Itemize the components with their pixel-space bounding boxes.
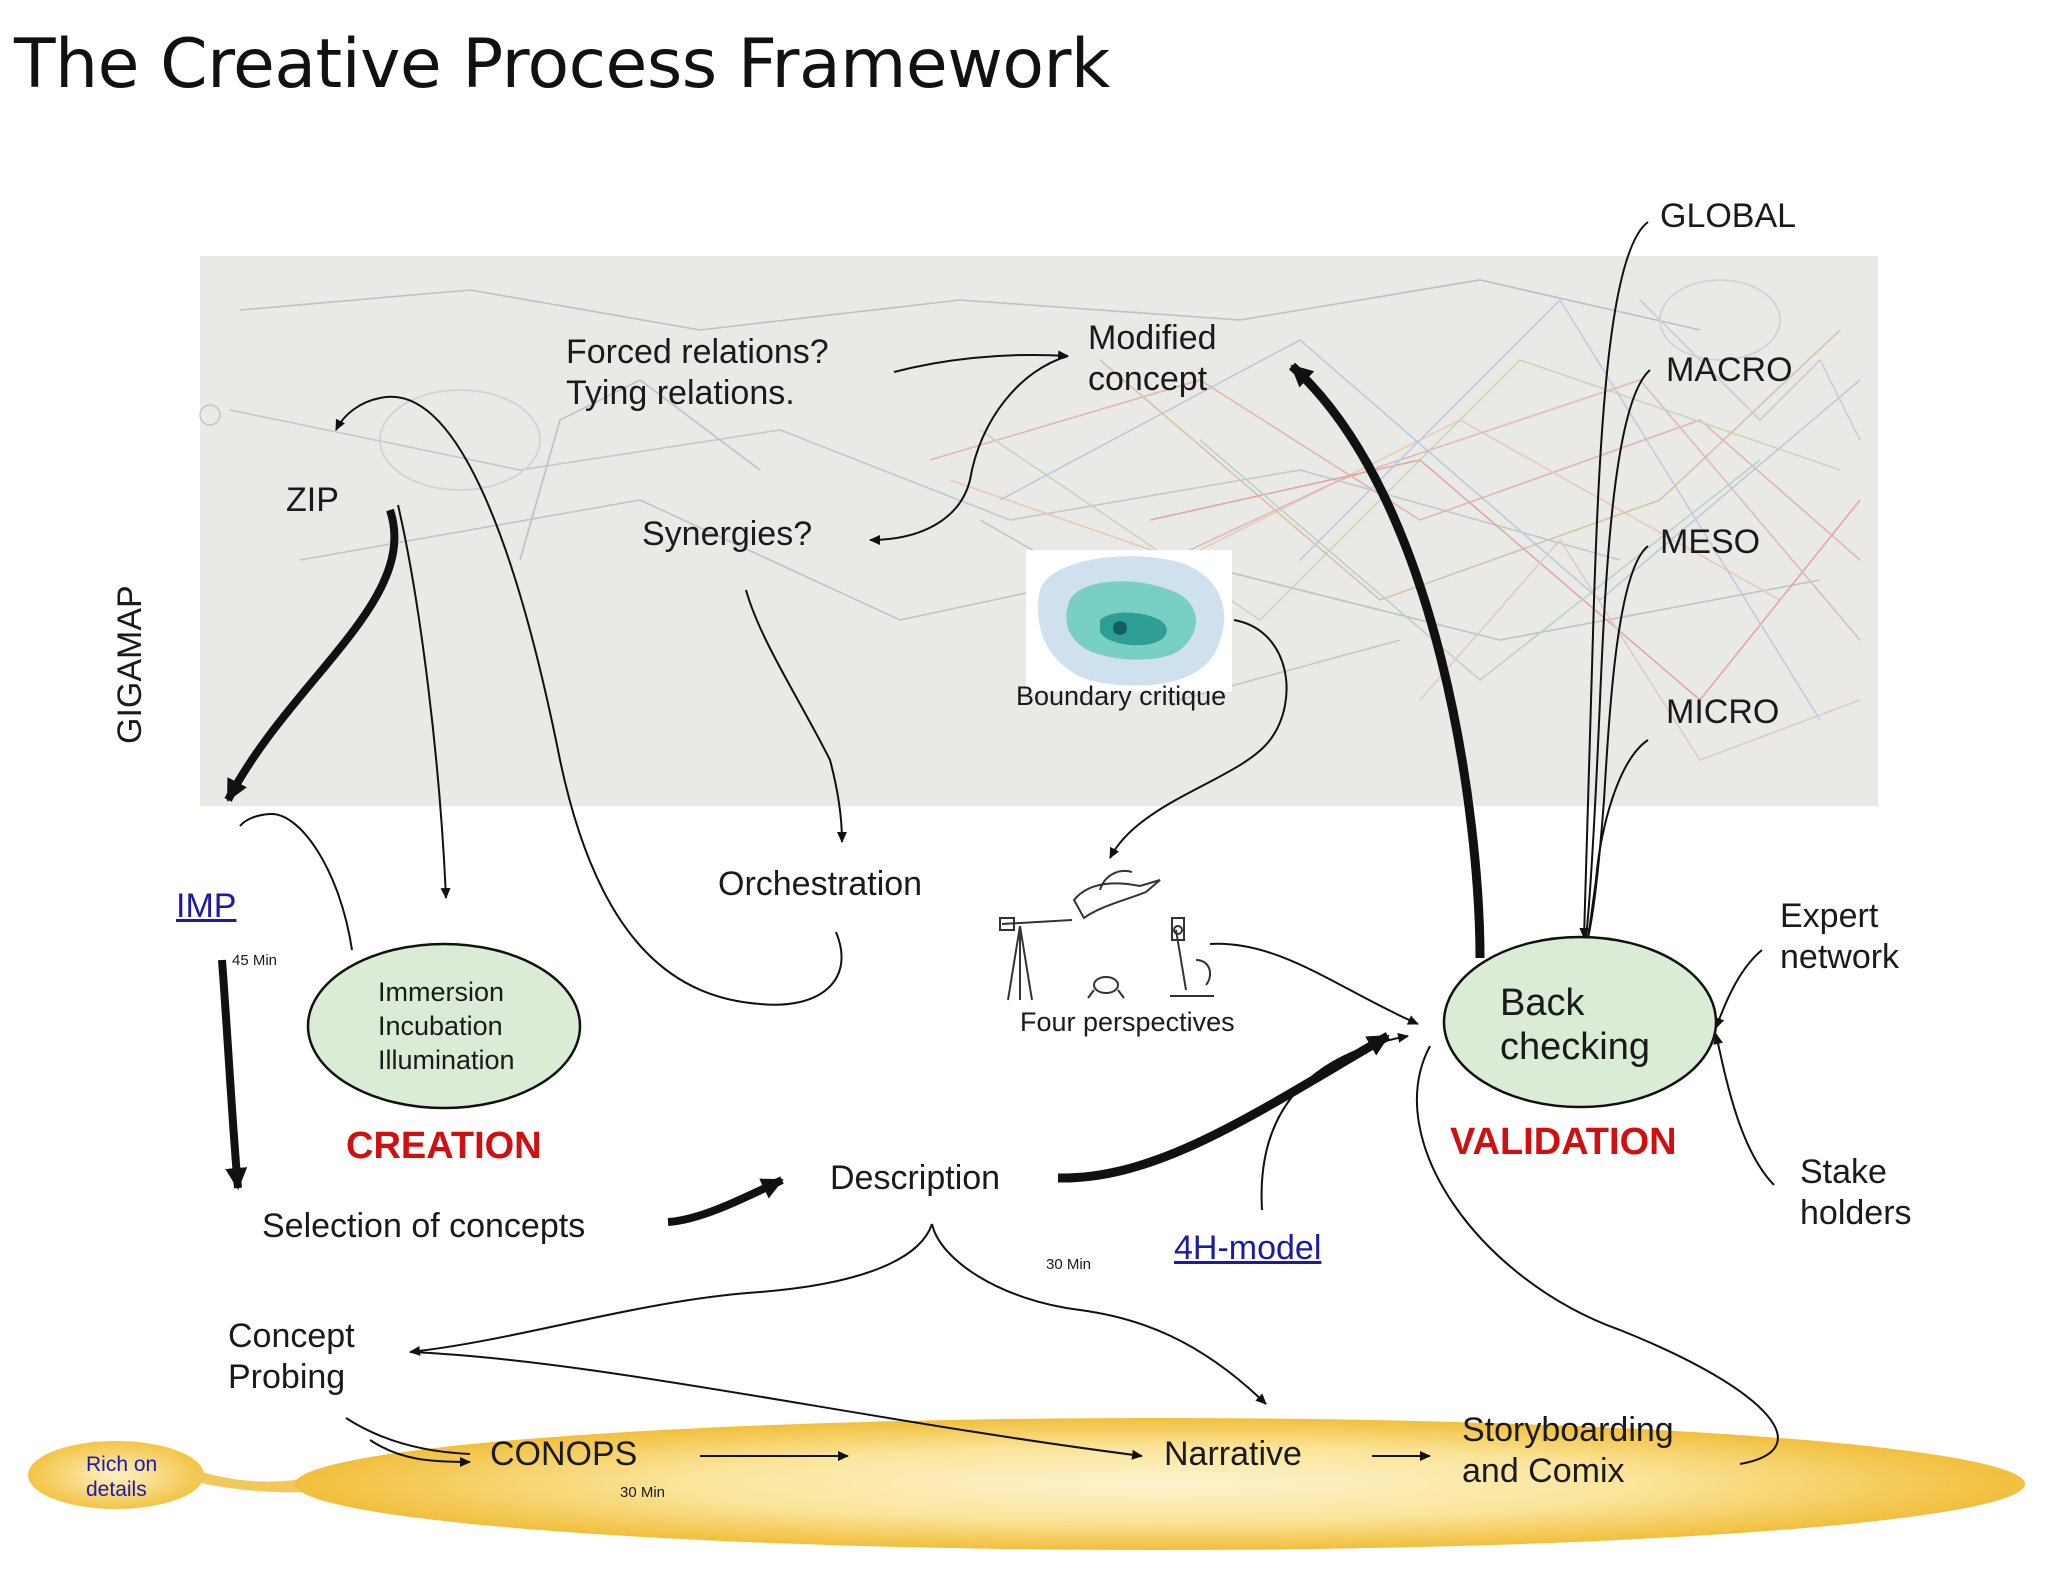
creation-ellipse — [306, 942, 582, 1110]
expert-network-label: Expert network — [1780, 897, 1900, 976]
description-label: Description — [830, 1159, 1001, 1197]
description-time-label: 30 Min — [1046, 1256, 1092, 1273]
gigamap-background — [199, 256, 1878, 806]
scale-macro: MACRO — [1666, 351, 1793, 389]
microscope-icon — [1170, 917, 1214, 997]
concept-probing-label: Concept Probing — [228, 1317, 355, 1396]
gigamap-label: GIGAMAP — [111, 585, 149, 744]
narrative-label: Narrative — [1164, 1435, 1302, 1473]
scale-meso: MESO — [1660, 523, 1761, 561]
synergies-label: Synergies? — [642, 515, 813, 553]
imp-time-label: 45 Min — [232, 952, 278, 969]
scale-links — [1579, 221, 1651, 939]
conops-label: CONOPS — [490, 1435, 638, 1473]
conops-time-label: 30 Min — [620, 1484, 666, 1501]
scale-global: GLOBAL — [1660, 197, 1797, 235]
zip-label: ZIP — [286, 481, 339, 519]
stakeholder-links — [1713, 949, 1775, 1186]
bird-icon — [1072, 870, 1161, 920]
validation-label: VALIDATION — [1450, 1121, 1677, 1163]
four-perspectives-label: Four perspectives — [1020, 1007, 1235, 1037]
storyboarding-label: Storyboarding and Comix — [1462, 1411, 1674, 1490]
four-h-model-link[interactable]: 4H-model — [1174, 1229, 1322, 1267]
boundary-critique-label: Boundary critique — [1016, 681, 1227, 711]
selection-of-concepts-label: Selection of concepts — [262, 1207, 586, 1245]
imp-link[interactable]: IMP — [176, 887, 237, 925]
forced-relations-label: Forced relations? Tying relations. — [566, 333, 829, 412]
telescope-icon — [999, 917, 1073, 1001]
stake-holders-label: Stake holders — [1800, 1153, 1912, 1232]
creation-label: CREATION — [346, 1125, 542, 1167]
page-title: The Creative Process Framework — [14, 25, 1110, 104]
thin-arrows — [239, 350, 1779, 1467]
creation-steps-label: Immersion Incubation Illumination — [378, 977, 515, 1075]
frog-icon — [1087, 976, 1125, 999]
yellow-band — [28, 1418, 2025, 1550]
modified-concept-label: Modified concept — [1088, 319, 1217, 398]
scale-micro: MICRO — [1666, 693, 1780, 731]
thick-arrows — [218, 362, 1485, 1226]
rich-on-details-label: Rich on details — [86, 1453, 158, 1502]
back-checking-label: Back checking — [1500, 982, 1650, 1068]
orchestration-label: Orchestration — [718, 865, 923, 903]
boundary-map-icon — [1026, 550, 1232, 692]
